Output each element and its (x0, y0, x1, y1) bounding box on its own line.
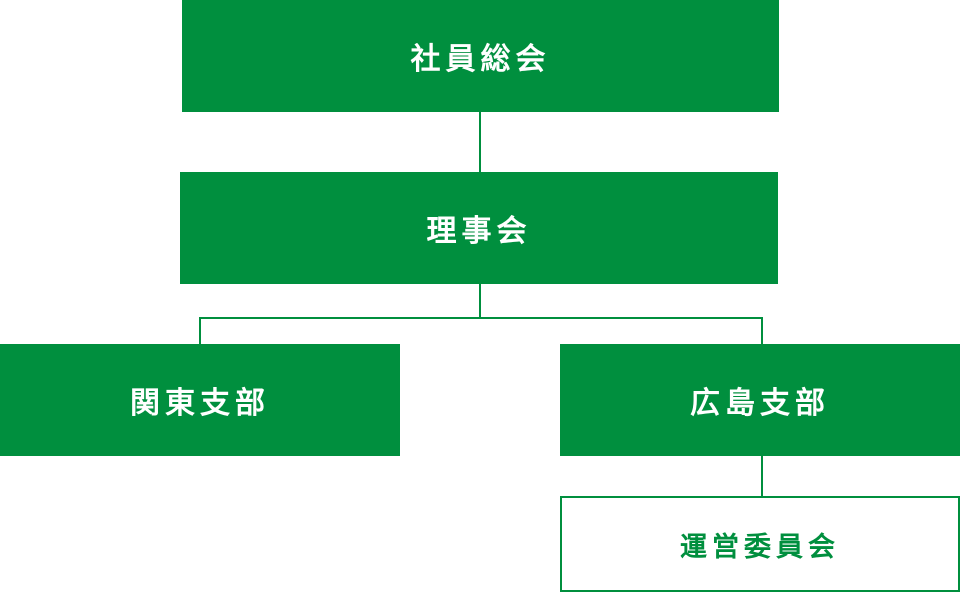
node-label: 理事会 (426, 214, 532, 249)
node-hiroshima-branch: 広島支部 (560, 344, 960, 456)
node-label: 社員総会 (410, 42, 551, 77)
node-kanto-branch: 関東支部 (0, 344, 400, 456)
connector-board-branches (479, 284, 481, 318)
node-steering-committee: 運営委員会 (560, 496, 960, 592)
connector-general-board (479, 112, 481, 172)
node-general-assembly: 社員総会 (182, 0, 779, 112)
connector-branches-horizontal (199, 317, 763, 319)
connector-hiroshima-committee (761, 456, 763, 496)
node-label: 関東支部 (130, 386, 270, 421)
node-label: 運営委員会 (680, 531, 840, 563)
node-label: 広島支部 (690, 386, 830, 421)
connector-to-kanto (199, 317, 201, 344)
node-board: 理事会 (180, 172, 778, 284)
connector-to-hiroshima (761, 317, 763, 344)
